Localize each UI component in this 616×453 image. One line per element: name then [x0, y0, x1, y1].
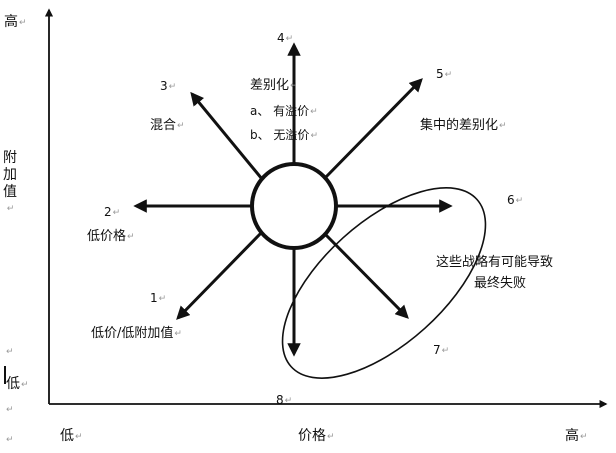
arrow-1-low-price-low-value [176, 230, 264, 320]
arrow-7 [322, 231, 409, 319]
strategy-4-label: 差别化↵ [250, 78, 298, 93]
para-mark: ↵ [6, 405, 14, 415]
x-axis-low-label: 低↵ [60, 428, 83, 444]
strategy-1-number: 1↵ [150, 291, 167, 305]
strategy-4-number: 4↵ [277, 31, 294, 45]
para-mark: ↵ [6, 435, 14, 445]
strategy-8-number: 8↵ [276, 393, 293, 407]
y-axis-high-label: 高↵ [4, 14, 27, 30]
strategy-4-option-b: b、 无溢价↵ [250, 128, 318, 142]
para-mark: ↵ [6, 204, 15, 214]
y-axis-title-char-2: 加 [3, 167, 17, 183]
strategy-6-number: 6↵ [507, 193, 524, 207]
failure-note-line-1: 这些战略有可能导致 [436, 255, 554, 270]
arrow-5-focused-differentiation [322, 78, 423, 181]
strategy-1-label: 低价/低附加值↵ [91, 326, 182, 341]
y-axis-low-tick [4, 366, 6, 384]
failure-note-line-2: 最终失败 [474, 276, 527, 291]
strategy-5-label: 集中的差别化↵ [420, 118, 507, 133]
strategy-2-label: 低价格↵ [87, 229, 135, 244]
failure-zone-ellipse [281, 187, 487, 379]
center-circle [250, 162, 338, 250]
x-axis-title: 价格↵ [298, 428, 335, 444]
strategy-7-number: 7↵ [433, 343, 450, 357]
strategy-3-label: 混合↵ [150, 118, 185, 133]
strategy-4-option-a: a、 有溢价↵ [250, 104, 318, 118]
strategy-3-number: 3↵ [160, 79, 177, 93]
strategy-2-number: 2↵ [104, 205, 121, 219]
y-axis-title: 附 加 值 ↵ [2, 150, 18, 218]
y-axis-low-label: 低↵ [6, 376, 29, 392]
y-axis-title-char-1: 附 [3, 150, 17, 166]
x-axis-high-label: 高↵ [565, 428, 588, 444]
strategy-5-number: 5↵ [436, 67, 453, 81]
arrow-3-hybrid [190, 91, 264, 180]
y-axis-title-char-3: 值 [3, 184, 17, 200]
para-mark: ↵ [6, 347, 14, 357]
